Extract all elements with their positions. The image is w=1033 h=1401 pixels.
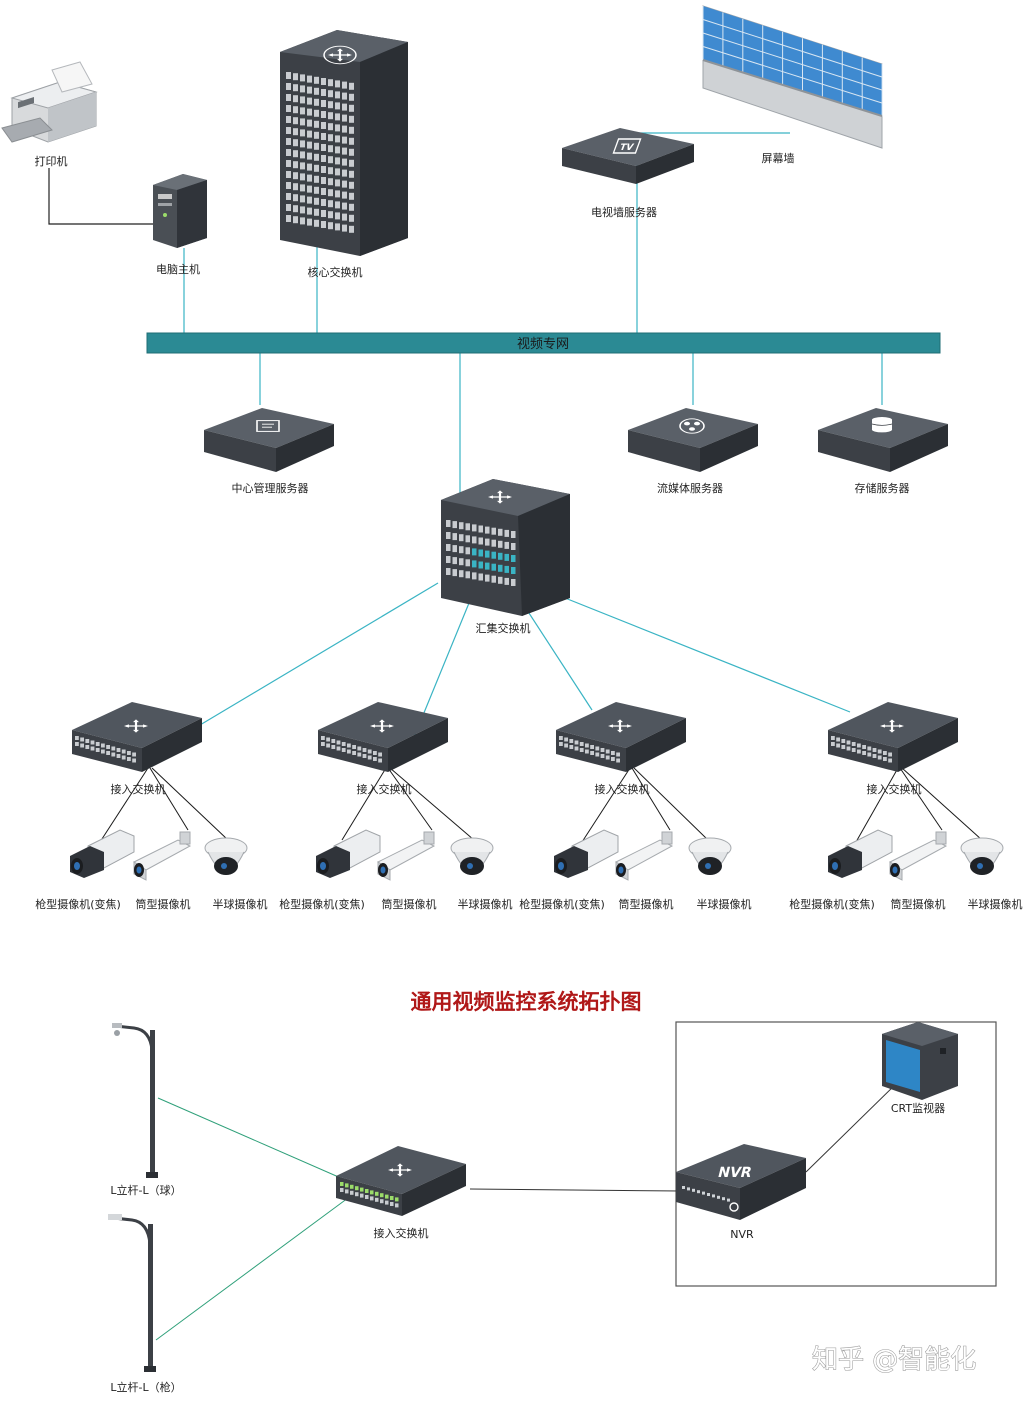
agg-access1-link <box>199 582 439 726</box>
camera-label: 筒型摄像机 <box>619 897 674 911</box>
bottom-links <box>155 1081 899 1341</box>
center-server-label: 中心管理服务器 <box>232 481 309 495</box>
nvr-room-frame <box>675 1021 997 1287</box>
printer-icon <box>1 61 98 143</box>
bullet-camera-icon <box>615 831 674 881</box>
storage-server-icon <box>818 408 948 472</box>
access-switch-icon <box>828 702 958 772</box>
core-switch-arrows <box>323 45 357 65</box>
bullet-camera-icon <box>889 831 948 881</box>
access-switch-icon <box>556 702 686 772</box>
core-switch-label: 核心交换机 <box>308 265 363 279</box>
video-wall-label: 屏幕墙 <box>762 151 795 165</box>
printer-label: 打印机 <box>35 154 68 168</box>
core-switch-rack-icon <box>280 30 408 256</box>
video-private-network-bus: 视频专网 <box>146 332 941 354</box>
access-switch-label: 接入交换机 <box>595 782 650 796</box>
camera-label: 筒型摄像机 <box>891 897 946 911</box>
camera-label: 枪型摄像机(变焦) <box>279 897 365 911</box>
pole-gun-label: L立杆-L（枪） <box>110 1380 181 1394</box>
storage-server-label: 存储服务器 <box>855 481 910 495</box>
streaming-media-server-icon <box>628 408 758 472</box>
pole-dome-camera-icon <box>112 1023 158 1178</box>
bus-label: 视频专网 <box>517 337 569 352</box>
access-switch-label: 接入交换机 <box>867 782 922 796</box>
box-camera-icon <box>316 829 381 878</box>
camera-label: 半球摄像机 <box>968 897 1023 911</box>
pole-bullet-camera-icon <box>108 1214 156 1372</box>
tv-wall-server-label: 电视墙服务器 <box>591 205 657 219</box>
aggregation-port-grid <box>446 520 516 586</box>
camera-label: 半球摄像机 <box>213 897 268 911</box>
printer-pc-link <box>48 168 178 225</box>
pc-tower-icon <box>153 174 207 248</box>
aggregation-switch-icon <box>441 479 570 616</box>
camera-label: 筒型摄像机 <box>382 897 437 911</box>
access-switch-icon <box>72 702 202 772</box>
box-camera-icon <box>554 829 619 878</box>
watermark: 知乎 @智能化 <box>812 1345 976 1375</box>
agg-access4-link <box>549 591 851 713</box>
camera-label: 半球摄像机 <box>458 897 513 911</box>
crt-monitor-icon <box>882 1022 958 1100</box>
bottom-access-switch-label: 接入交换机 <box>374 1226 429 1240</box>
camera-label: 枪型摄像机(变焦) <box>789 897 875 911</box>
box-camera-icon <box>70 829 135 878</box>
dome-camera-icon <box>450 837 494 875</box>
media-server-label: 流媒体服务器 <box>657 481 723 495</box>
aggregation-switch-label: 汇集交换机 <box>476 621 531 635</box>
camera-label: 枪型摄像机(变焦) <box>519 897 605 911</box>
dome-camera-icon <box>960 837 1004 875</box>
access-switch-label: 接入交换机 <box>357 782 412 796</box>
camera-label: 半球摄像机 <box>697 897 752 911</box>
box-camera-icon <box>828 829 893 878</box>
tv-badge: TV <box>618 142 636 153</box>
pole-ball-label: L立杆-L（球） <box>110 1183 181 1197</box>
bottom-access-switch-icon <box>336 1146 466 1216</box>
video-wall-grid <box>702 6 883 117</box>
nvr-icon: NVR <box>676 1144 806 1220</box>
dome-camera-icon <box>204 837 248 875</box>
access-switch-label: 接入交换机 <box>111 782 166 796</box>
crt-monitor-label: CRT监视器 <box>891 1101 945 1115</box>
access-switch-icon <box>318 702 448 772</box>
bullet-camera-icon <box>377 831 436 881</box>
camera-links <box>99 767 983 843</box>
camera-label: 枪型摄像机(变焦) <box>35 897 121 911</box>
camera-label: 筒型摄像机 <box>136 897 191 911</box>
core-port-grid <box>286 72 354 233</box>
nvr-face-text: NVR <box>716 1165 753 1181</box>
dome-camera-icon <box>688 837 732 875</box>
nvr-label: NVR <box>730 1228 754 1241</box>
tv-wall-server-icon: TV <box>562 128 694 184</box>
center-management-server-icon <box>204 408 334 472</box>
video-wall-icon <box>702 5 883 149</box>
bullet-camera-icon <box>133 831 192 881</box>
diagram-title: 通用视频监控系统拓扑图 <box>411 989 642 1014</box>
pc-label: 电脑主机 <box>156 262 200 276</box>
